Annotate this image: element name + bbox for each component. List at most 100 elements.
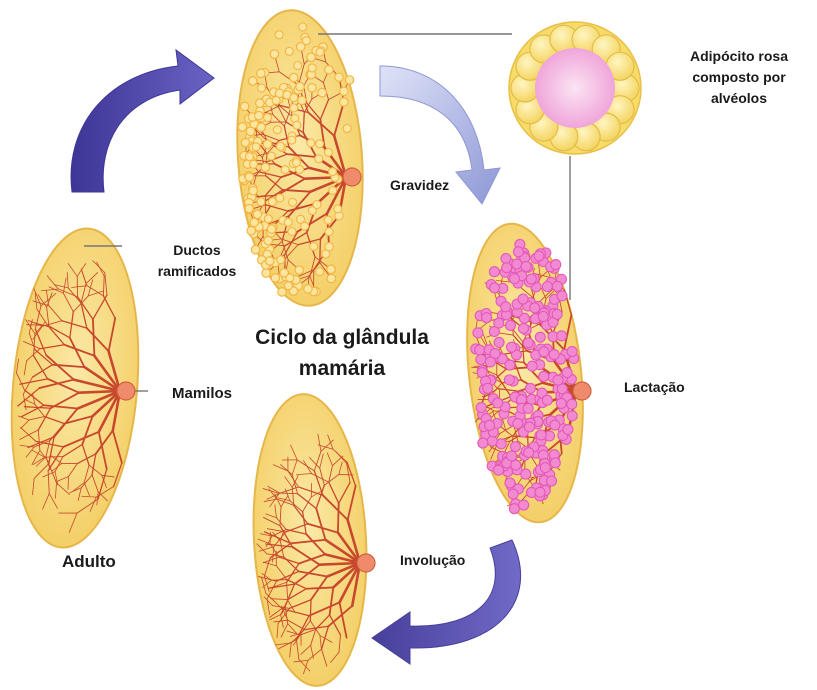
lactation-alveolus: [534, 251, 544, 261]
lactation-alveolus: [482, 313, 492, 323]
lactation-alveolus: [511, 460, 521, 470]
pregnancy-alveolus: [257, 84, 265, 92]
lactation-alveolus: [552, 309, 562, 319]
involution-duct: [271, 580, 287, 581]
lactation-alveolus: [538, 311, 548, 321]
pregnancy-alveolus: [252, 143, 260, 151]
lactation-alveolus: [518, 324, 528, 334]
pregnancy-alveolus: [268, 198, 276, 206]
lactation-alveolus: [487, 436, 497, 446]
mamilos-label: Mamilos: [172, 384, 232, 404]
lactation-alveolus: [547, 476, 557, 486]
pregnancy-alveolus: [245, 204, 253, 212]
lactation-alveolus: [473, 328, 483, 338]
pregnancy-alveolus: [276, 194, 284, 202]
pregnancy-alveolus: [327, 274, 335, 282]
pregnancy-alveolus: [318, 88, 326, 96]
lactation-alveolus: [512, 259, 522, 269]
pregnancy-alveolus: [340, 98, 348, 106]
pregnancy-alveolus: [273, 126, 281, 134]
adipocyte-label-line-1: Adipócito rosa: [674, 46, 804, 67]
involution-duct: [338, 503, 339, 532]
lactation-alveolus: [539, 371, 549, 381]
pregnancy-alveolus: [261, 163, 269, 171]
lactation-alveolus: [525, 383, 535, 393]
ductos-label-line-1: Ductos: [152, 240, 242, 261]
pregnancy-alveolus: [325, 228, 333, 236]
pregnancy-alveolus: [289, 198, 297, 206]
pregnancy-alveolus: [329, 168, 337, 176]
gravidez-label: Gravidez: [390, 175, 449, 195]
lactation-alveolus: [527, 361, 537, 371]
pregnancy-alveolus: [267, 225, 275, 233]
pregnancy-alveolus: [307, 53, 315, 61]
pregnancy-alveolus: [327, 265, 335, 273]
pregnancy-alveolus: [316, 268, 324, 276]
lactation-alveolus: [505, 478, 515, 488]
pregnancy-alveolus: [335, 73, 343, 81]
pregnancy-alveolus: [288, 228, 296, 236]
pregnancy-alveolus: [322, 250, 330, 258]
pregnancy-alveolus: [257, 123, 265, 131]
lactation-alveolus: [542, 282, 552, 292]
pregnancy-alveolus: [275, 31, 283, 39]
lactation-alveolus: [535, 487, 545, 497]
lactacao-label: Lactação: [624, 377, 685, 397]
pregnancy-alveolus: [264, 236, 272, 244]
pregnancy-alveolus: [286, 274, 294, 282]
lactation-alveolus: [475, 345, 485, 355]
lactation-alveolus: [563, 424, 573, 434]
pregnancy-alveolus: [343, 124, 351, 132]
lactation-alveolus: [557, 291, 567, 301]
lactation-alveolus: [513, 419, 523, 429]
pregnancy-alveolus: [256, 99, 264, 107]
pregnancy-alveolus: [250, 160, 258, 168]
pregnancy-alveolus: [308, 84, 316, 92]
lactation-alveolus: [521, 261, 531, 271]
involucao-label: Involução: [400, 550, 465, 570]
pregnancy-alveolus: [304, 285, 312, 293]
lactation-alveolus: [550, 458, 560, 468]
involution-duct: [306, 587, 333, 588]
lactation-alveolus: [478, 438, 488, 448]
lactation-alveolus: [489, 267, 499, 277]
diagram-title: Ciclo da glândula mamária: [232, 322, 452, 384]
pregnancy-alveolus: [345, 76, 353, 84]
lactation-alveolus: [493, 465, 503, 475]
pregnancy-alveolus: [284, 282, 292, 290]
pregnancy-alveolus: [296, 82, 304, 90]
pregnancy-duct: [320, 239, 321, 263]
lactation-alveolus: [518, 294, 528, 304]
lactation-alveolus: [509, 504, 519, 514]
adipocyte-center: [535, 48, 615, 128]
pregnancy-alveolus: [276, 142, 284, 150]
lactation-alveolus: [485, 420, 495, 430]
lactation-alveolus: [476, 355, 486, 365]
lactation-alveolus: [551, 260, 561, 270]
pregnancy-alveolus: [266, 257, 274, 265]
adulto-label: Adulto: [62, 552, 116, 572]
pregnancy-alveolus: [340, 87, 348, 95]
pregnancy-alveolus: [290, 73, 298, 81]
pregnancy-alveolus: [245, 173, 253, 181]
lactation-alveolus: [550, 420, 560, 430]
pregnancy-alveolus: [290, 94, 298, 102]
lactation-alveolus: [567, 347, 577, 357]
lactation-alveolus: [502, 263, 512, 273]
pregnancy-alveolus: [294, 62, 302, 70]
adult-nipple: [117, 382, 135, 400]
pregnancy-alveolus: [290, 104, 298, 112]
pregnancy-alveolus: [271, 274, 279, 282]
pregnancy-alveolus: [295, 266, 303, 274]
lactation-alveolus: [526, 274, 536, 284]
pregnancy-alveolus: [302, 37, 310, 45]
lactation-alveolus: [483, 383, 493, 393]
ductos-label: Ductos ramificados: [152, 240, 242, 282]
pregnancy-alveolus: [257, 69, 265, 77]
lactation-alveolus: [535, 332, 545, 342]
pregnancy-alveolus: [248, 77, 256, 85]
involution-duct: [310, 600, 311, 621]
arrow-adult-to-pregnancy: [71, 50, 214, 192]
lactation-alveolus: [523, 338, 533, 348]
pregnancy-alveolus: [324, 216, 332, 224]
